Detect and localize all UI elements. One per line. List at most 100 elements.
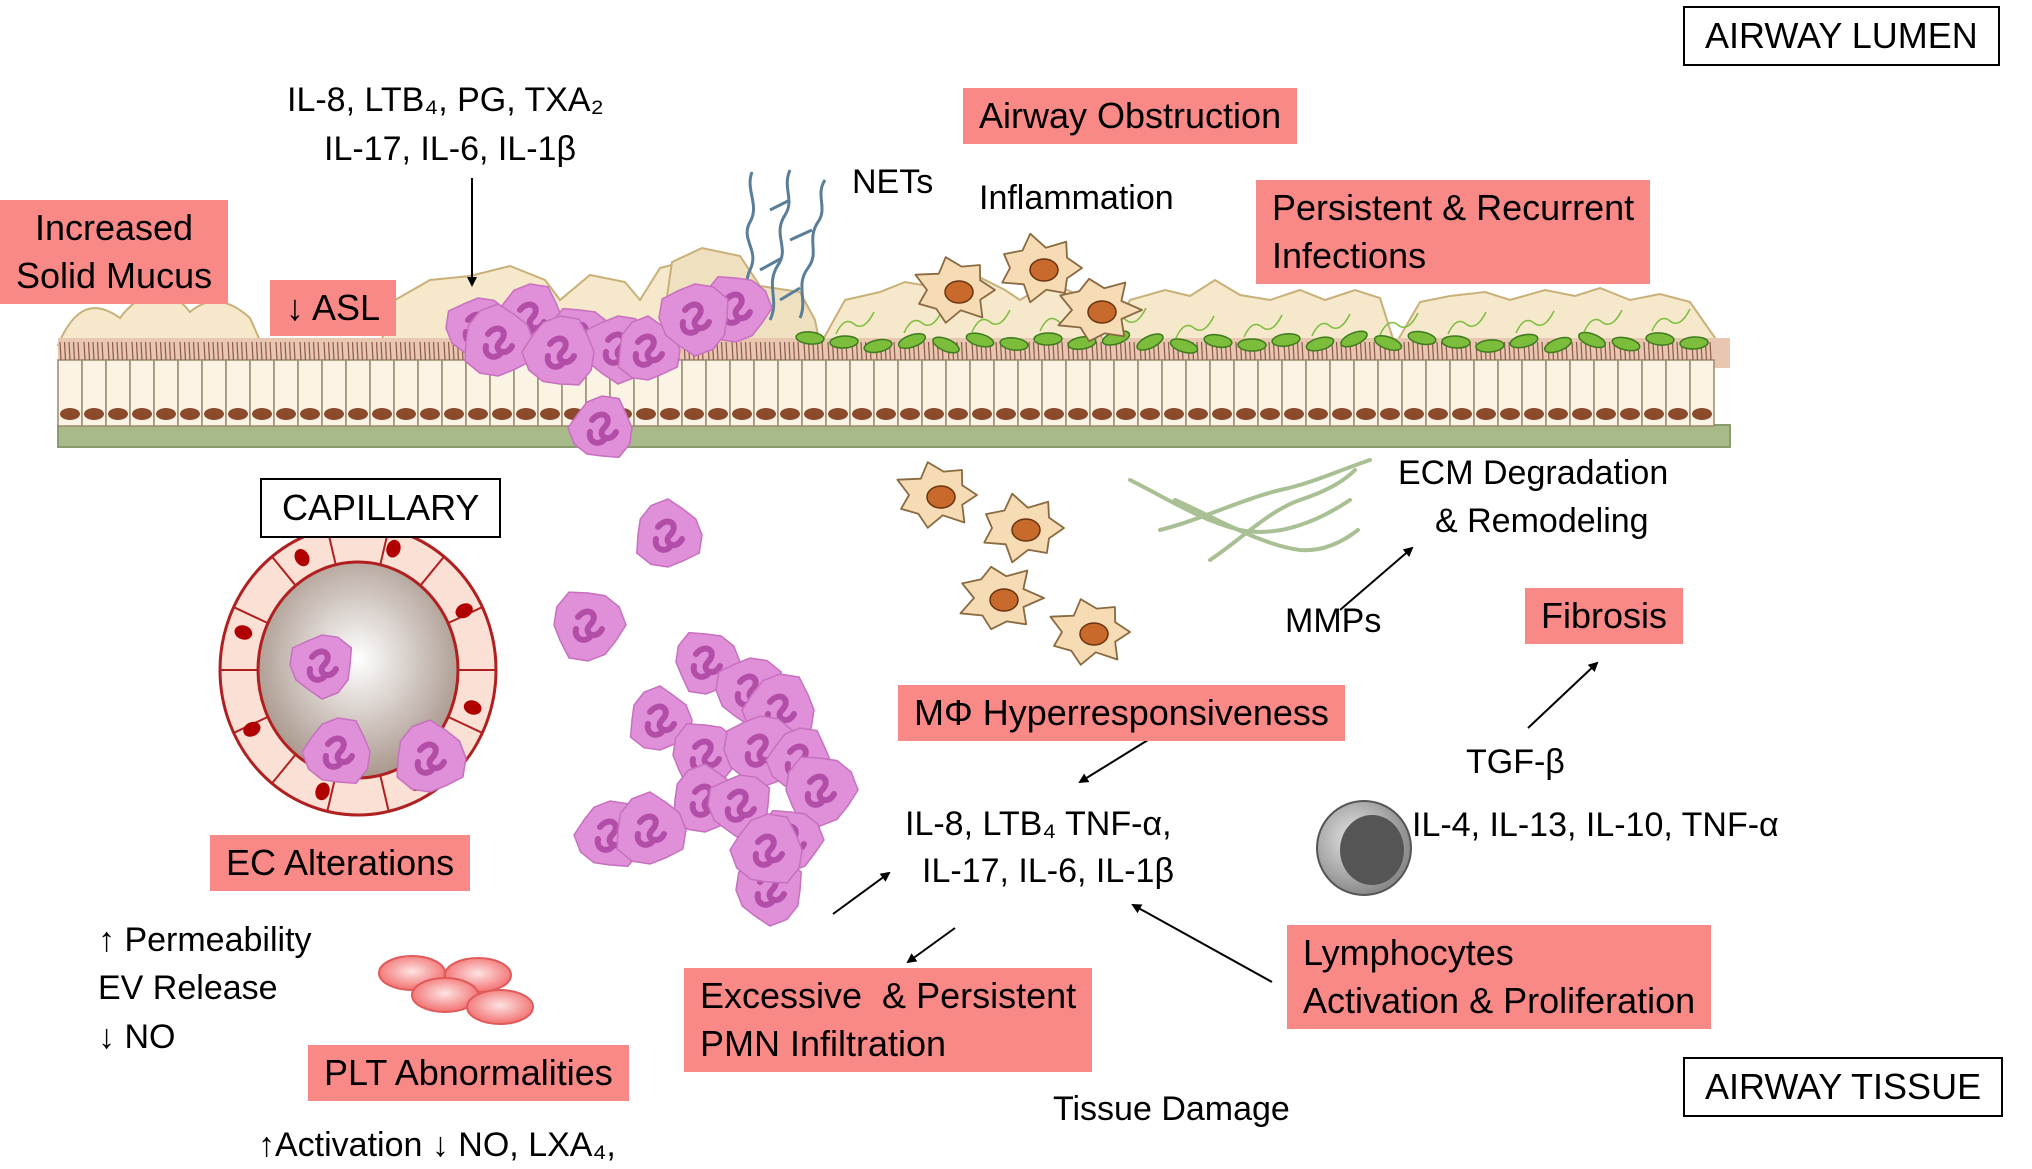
endothelial-nucleus bbox=[386, 539, 401, 558]
neutrophil bbox=[464, 303, 535, 377]
arrow-mmps bbox=[1339, 546, 1414, 611]
epithelial-cell bbox=[201, 341, 227, 427]
lumen-mediators-line2: IL-17, IL-6, IL-1β bbox=[324, 130, 577, 168]
neutrophil bbox=[396, 719, 467, 793]
epithelial-cell bbox=[921, 341, 947, 427]
arrow-pmn-to-cytokines bbox=[832, 871, 891, 915]
bacterium bbox=[1305, 336, 1335, 352]
bacterium bbox=[1475, 339, 1505, 353]
lumen-mediators-line1: IL-8, LTB₄, PG, TXA₂ bbox=[287, 81, 604, 119]
epithelial-cell bbox=[1185, 341, 1211, 427]
epithelial-cell bbox=[1641, 341, 1667, 427]
asl-box: ↓ ASL bbox=[270, 280, 397, 336]
endothelial-junction bbox=[233, 606, 269, 625]
epithelial-cell bbox=[1401, 341, 1427, 427]
epithelial-cell bbox=[153, 341, 179, 427]
no-label: ↓ NO bbox=[98, 1018, 176, 1056]
epithelial-cell bbox=[1377, 341, 1403, 427]
bacterium bbox=[1169, 338, 1199, 354]
epithelial-cell bbox=[1257, 341, 1283, 427]
platelet-effects-label: ↑Activation ↓ NO, LXA₄, bbox=[258, 1126, 616, 1164]
endothelial-nucleus bbox=[455, 603, 473, 619]
neutrophil bbox=[785, 756, 859, 827]
epithelial-cell bbox=[1449, 341, 1475, 427]
bacterial-filament bbox=[1447, 311, 1487, 335]
bacterium bbox=[1679, 336, 1709, 350]
ev-release-label: EV Release bbox=[98, 969, 278, 1007]
ecm-label-line1: ECM Degradation bbox=[1398, 454, 1669, 492]
macrophage bbox=[896, 461, 978, 529]
central-cytokines-line2: IL-17, IL-6, IL-1β bbox=[922, 852, 1175, 890]
neutrophil bbox=[567, 395, 633, 459]
epithelial-cell bbox=[417, 341, 443, 427]
plt-abnormalities-box: PLT Abnormalities bbox=[308, 1045, 629, 1101]
bacterial-filament bbox=[903, 310, 943, 334]
epithelial-cell bbox=[1545, 341, 1571, 427]
bacterium bbox=[795, 331, 825, 345]
neutrophil bbox=[629, 685, 693, 751]
bacterium bbox=[1645, 332, 1675, 346]
endothelial-nucleus bbox=[243, 721, 261, 737]
bacterium bbox=[1441, 335, 1471, 349]
epithelial-cell bbox=[297, 341, 323, 427]
neutrophil bbox=[289, 634, 353, 700]
endothelial-junction bbox=[271, 753, 297, 784]
macrophages bbox=[896, 232, 1143, 666]
fibrosis-box: Fibrosis bbox=[1525, 588, 1684, 644]
bacterial-filament bbox=[1515, 310, 1555, 334]
epithelial-cell bbox=[705, 341, 731, 427]
endothelial-junction bbox=[419, 556, 445, 587]
bacterium bbox=[1544, 336, 1572, 354]
bacterial-filament bbox=[1583, 309, 1623, 333]
epithelial-cell bbox=[1425, 341, 1451, 427]
increased-mucus-box: Increased Solid Mucus bbox=[0, 200, 229, 304]
epithelial-cell bbox=[1329, 341, 1355, 427]
central-cytokines-line1: IL-8, LTB₄ TNF-α, bbox=[905, 805, 1172, 843]
bacterial-filament bbox=[1175, 315, 1215, 339]
bacterium bbox=[965, 332, 995, 348]
epithelial-cell bbox=[969, 341, 995, 427]
epithelial-cell bbox=[345, 341, 371, 427]
bacterium bbox=[1033, 332, 1063, 346]
neutrophil bbox=[729, 813, 803, 884]
ecm-label-line2: & Remodeling bbox=[1435, 502, 1649, 540]
epithelial-cell bbox=[993, 341, 1019, 427]
macrophage-box: MΦ Hyperresponsiveness bbox=[898, 685, 1345, 741]
bacterial-filament bbox=[1243, 314, 1283, 338]
platelets bbox=[378, 955, 534, 1025]
epithelial-cell bbox=[1497, 341, 1523, 427]
lymphocyte-cytokines: IL-4, IL-13, IL-10, TNF-α bbox=[1412, 806, 1779, 844]
endothelial-junction bbox=[379, 775, 390, 812]
bacterium bbox=[1340, 330, 1368, 348]
mmps-label: MMPs bbox=[1285, 602, 1382, 640]
epithelial-cell bbox=[1113, 341, 1139, 427]
neutrophils bbox=[289, 276, 859, 927]
bacterium bbox=[1373, 334, 1403, 352]
bacterium bbox=[1407, 330, 1437, 346]
epithelial-cell bbox=[441, 341, 467, 427]
inflammation-label: Inflammation bbox=[979, 179, 1174, 217]
lymphocyte bbox=[1316, 800, 1412, 896]
lymphocytes-box: Lymphocytes Activation & Proliferation bbox=[1287, 925, 1712, 1029]
bacterium bbox=[1271, 333, 1301, 347]
airway-tissue-label: AIRWAY TISSUE bbox=[1683, 1057, 2004, 1117]
epithelial-cell bbox=[1041, 341, 1067, 427]
neutrophil bbox=[521, 315, 595, 386]
airway-obstruction-box: Airway Obstruction bbox=[963, 88, 1298, 144]
neutrophil bbox=[301, 717, 371, 784]
epithelial-cell bbox=[1569, 341, 1595, 427]
epithelial-cell bbox=[729, 341, 755, 427]
airway-lumen-label: AIRWAY LUMEN bbox=[1683, 6, 2000, 66]
epithelial-cell bbox=[777, 341, 803, 427]
bacterium bbox=[863, 338, 893, 354]
epithelial-cell bbox=[1353, 341, 1379, 427]
epithelial-cell bbox=[369, 341, 395, 427]
neutrophil bbox=[636, 498, 703, 568]
bacterium bbox=[1509, 333, 1539, 349]
permeability-label: ↑ Permeability bbox=[98, 921, 312, 959]
epithelial-cell bbox=[1137, 341, 1163, 427]
epithelial-cell bbox=[513, 341, 539, 427]
ec-alterations-box: EC Alterations bbox=[210, 835, 471, 891]
